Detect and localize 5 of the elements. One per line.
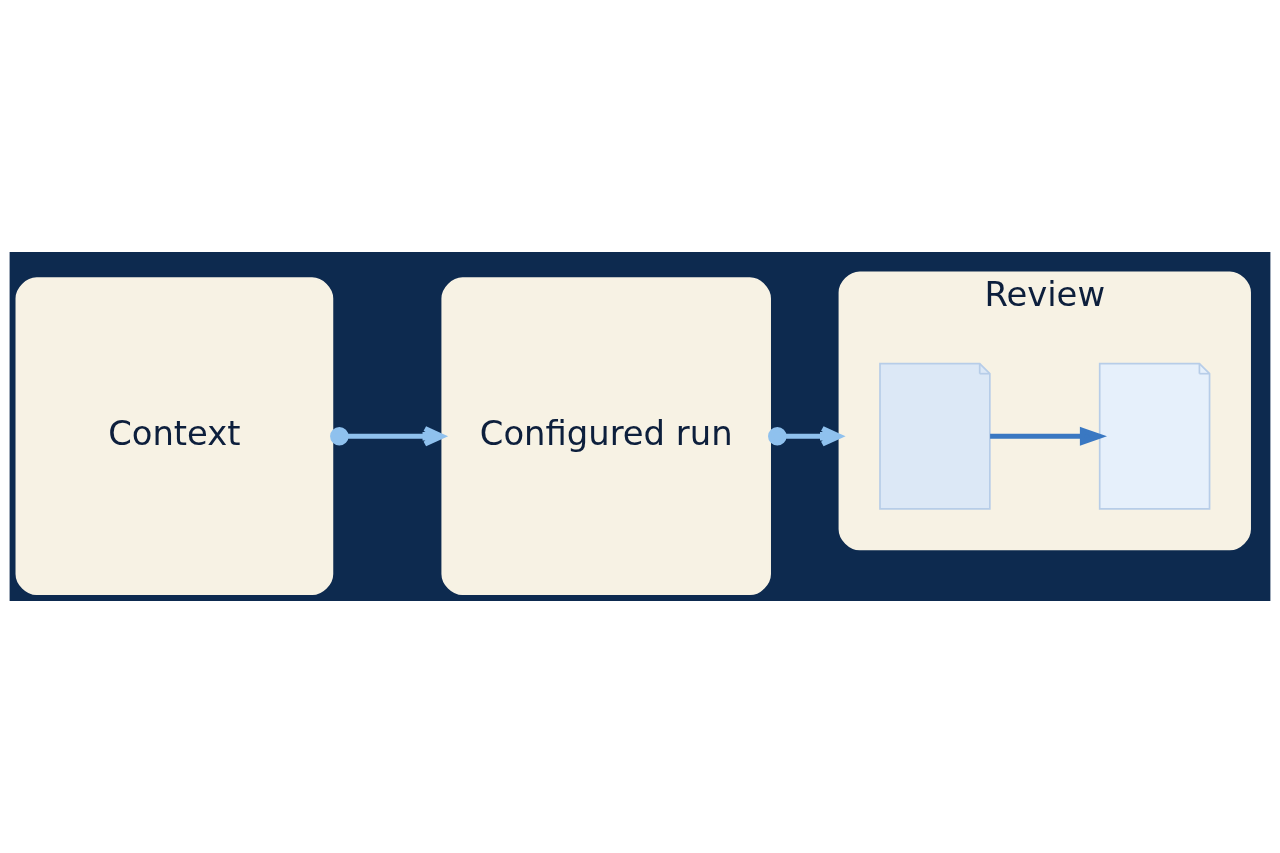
arrow (330, 426, 445, 447)
node-box: Configured run (441, 277, 771, 596)
node-box: Context (15, 277, 334, 596)
arrow (990, 426, 1107, 446)
cluster: Review (838, 271, 1251, 551)
